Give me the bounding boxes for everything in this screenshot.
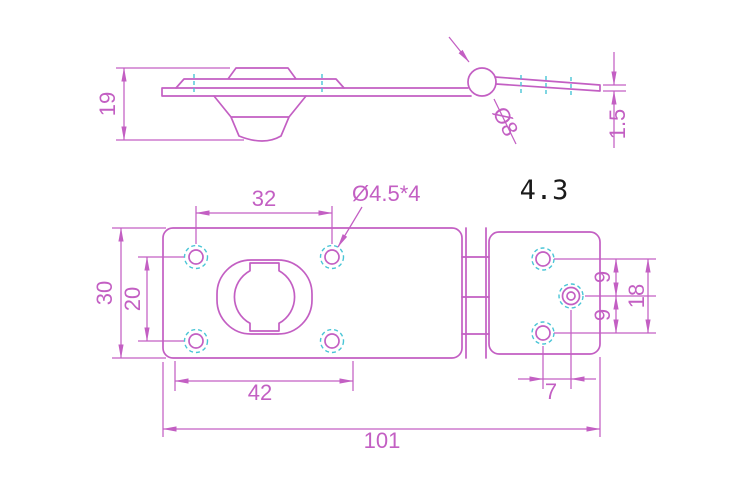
hinge-barrel — [467, 67, 497, 97]
dim-label-9-top: 9 — [590, 271, 615, 283]
plate-edge-profile — [161, 87, 472, 97]
corner-hole-centermark — [319, 244, 345, 270]
corner-hole — [188, 249, 204, 265]
extension-lines — [603, 84, 626, 92]
dim-label-dia8: Ø8 — [488, 103, 524, 141]
hinge-knuckles — [461, 227, 490, 359]
right-hole-middle-outer — [561, 286, 581, 306]
corner-hole — [188, 333, 204, 349]
leader-line-upper — [448, 36, 470, 63]
plan-view: 32 Ø4.5*4 30 20 42 101 — [92, 181, 656, 453]
dim-label-101: 101 — [364, 428, 401, 453]
hole-callout-group: Ø4.5*4 — [337, 181, 421, 248]
dim-label-7: 7 — [545, 379, 557, 404]
hole-callout: Ø4.5*4 — [352, 181, 421, 206]
extension-lines — [195, 206, 333, 244]
right-leaf-outline — [488, 231, 601, 355]
corner-hole-centermark — [319, 328, 345, 354]
dim-label-32: 32 — [252, 186, 276, 211]
dimension-overall-101: 101 — [162, 357, 601, 453]
extension-lines — [542, 310, 572, 389]
dim-label-9-bottom: 9 — [590, 309, 615, 321]
extension-lines — [162, 357, 601, 437]
right-hole-middle-inner — [566, 291, 576, 301]
dimension-pitch-9-upper: 9 — [590, 258, 619, 297]
left-leaf-outline — [162, 227, 463, 359]
recess-outline — [216, 259, 313, 335]
dim-label-42: 42 — [248, 380, 272, 405]
cup-profile — [213, 95, 307, 142]
keyhole-cutout — [233, 262, 296, 332]
dim-label-30: 30 — [92, 281, 117, 305]
dimension-thickness-1-5: 1.5 — [603, 52, 630, 148]
dimension-hole-span-20: 20 — [120, 256, 184, 342]
hasp-arm-profile — [494, 76, 601, 92]
extension-lines — [174, 361, 354, 391]
dimension-right-span-18: 18 — [624, 258, 651, 334]
dim-label-18: 18 — [624, 284, 649, 308]
dimension-hinge-diameter: Ø8 — [448, 36, 524, 145]
dimension-lower-span-42: 42 — [174, 361, 354, 405]
extension-lines — [116, 67, 244, 141]
right-holes — [531, 247, 584, 345]
right-hole-top — [535, 251, 551, 267]
note-4-3: 4.3 — [520, 175, 569, 206]
dim-label-thickness: 1.5 — [605, 109, 630, 140]
dimension-offset-7: 7 — [518, 310, 596, 404]
dimension-height-19: 19 — [95, 67, 244, 141]
corner-hole-centermark — [183, 328, 209, 354]
cover-plate-profile — [175, 67, 345, 89]
leader-line — [337, 206, 363, 248]
side-view: 19 1.5 Ø8 — [95, 36, 630, 148]
leader-line-lower — [493, 98, 517, 145]
right-hole-bottom — [535, 325, 551, 341]
right-extension-lines — [554, 258, 656, 334]
arm-hole-centerlines — [520, 75, 572, 96]
corner-hole — [324, 249, 340, 265]
dimension-hole-span-32: 32 — [195, 186, 333, 244]
dim-label-19: 19 — [95, 92, 120, 116]
corner-hole — [324, 333, 340, 349]
dimension-pitch-9-lower: 9 — [590, 295, 619, 334]
right-hole-middle-centermark — [558, 283, 584, 309]
corner-holes — [183, 244, 345, 354]
cover-screw-centerlines — [193, 74, 323, 92]
dimension-plate-width-30: 30 — [92, 227, 166, 359]
corner-hole-centermark — [183, 244, 209, 270]
dim-label-20: 20 — [120, 287, 145, 311]
